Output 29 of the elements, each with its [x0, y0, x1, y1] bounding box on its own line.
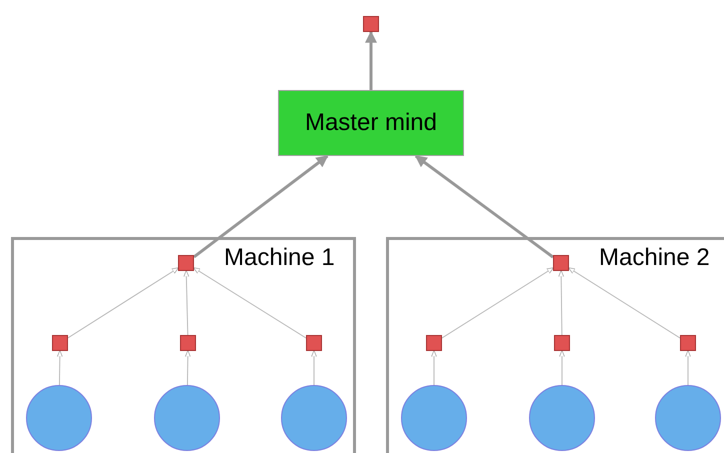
arrow — [568, 267, 680, 338]
arrow — [184, 350, 191, 386]
port-square — [553, 255, 569, 271]
group-heading: Machine 1 — [224, 243, 335, 273]
port-square — [52, 335, 68, 351]
arrow — [558, 270, 564, 336]
group-heading: Machine 2 — [599, 243, 710, 273]
arrow — [685, 350, 691, 386]
port-square — [363, 16, 379, 32]
port-square — [554, 335, 570, 351]
arrow — [193, 154, 328, 258]
arrow — [193, 267, 306, 338]
port-square — [306, 335, 322, 351]
arrow — [68, 267, 179, 338]
machine-group-box — [386, 237, 724, 453]
port-square — [180, 335, 196, 351]
arrow — [184, 270, 190, 336]
arrow — [56, 350, 63, 386]
port-square — [178, 255, 194, 271]
arrow — [414, 154, 554, 258]
arrow — [365, 30, 377, 90]
process-box: Master mind — [278, 90, 464, 156]
port-square — [426, 335, 442, 351]
port-square — [680, 335, 696, 351]
machine-group-box — [11, 237, 356, 453]
arrow — [431, 350, 437, 386]
arrow — [559, 350, 565, 386]
arrow — [311, 350, 317, 386]
arrow — [442, 267, 554, 338]
